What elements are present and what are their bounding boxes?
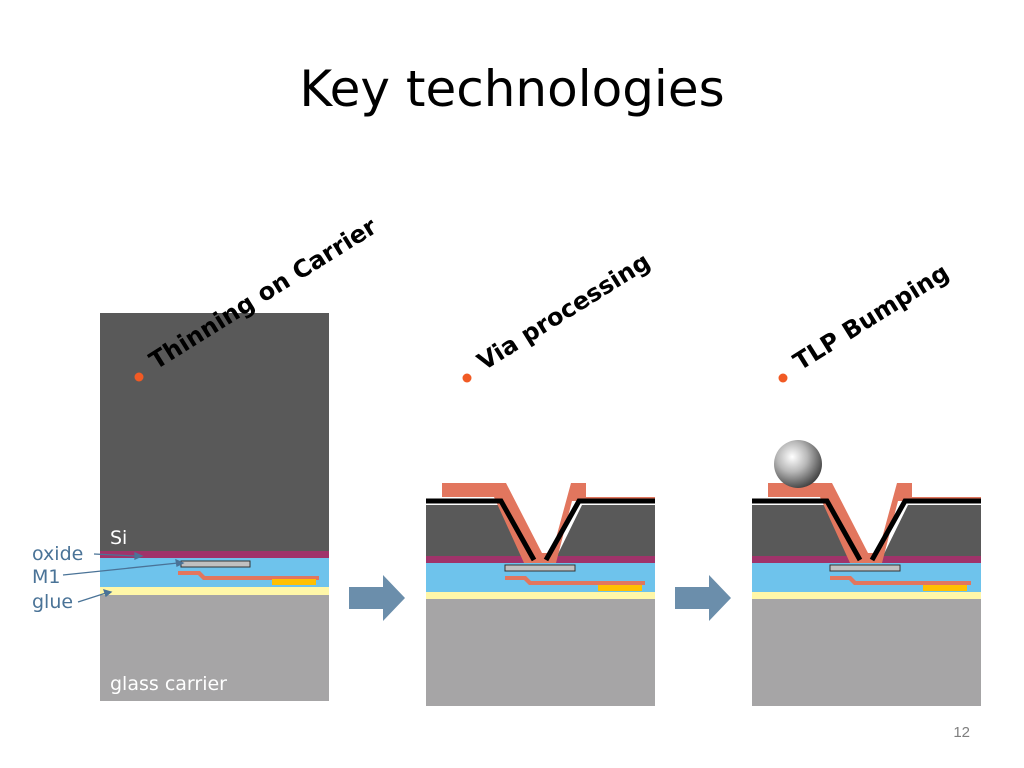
solder-bump xyxy=(774,440,822,488)
panel-thinning: Thinning on Carrier Si glass carrier oxi… xyxy=(32,212,382,701)
glue-layer xyxy=(752,592,981,599)
yellow-pad xyxy=(272,579,316,585)
page-number: 12 xyxy=(953,724,970,741)
glue-layer xyxy=(426,592,655,599)
copper-trace xyxy=(178,571,319,580)
via-isolation xyxy=(426,498,537,562)
slide-title: Key technologies xyxy=(299,60,725,118)
panel-via-processing: Via processing xyxy=(426,247,655,706)
bullet-icon xyxy=(778,373,788,383)
bullet-icon xyxy=(462,373,472,383)
via-isolation xyxy=(869,498,981,562)
leader-lines xyxy=(62,552,185,603)
step-label-tlp: TLP Bumping xyxy=(788,258,954,376)
bullet-icon xyxy=(134,372,144,382)
m1-pad xyxy=(829,564,901,572)
label-glue: glue xyxy=(32,591,73,613)
label-m1: M1 xyxy=(32,566,60,588)
glass-carrier-layer xyxy=(752,599,981,706)
panel-tlp-bumping: TLP Bumping xyxy=(752,258,981,706)
process-arrow-1 xyxy=(349,575,405,621)
label-oxide: oxide xyxy=(32,543,83,565)
m1-pad xyxy=(504,564,576,572)
silicon-layer xyxy=(100,313,329,551)
glass-carrier-layer xyxy=(100,595,329,701)
oxide-layer xyxy=(100,551,329,558)
copper-trace xyxy=(505,576,645,585)
copper-trace xyxy=(830,576,971,585)
glue-layer xyxy=(100,587,329,595)
label-glass-carrier: glass carrier xyxy=(110,673,227,695)
m1-pad xyxy=(180,560,251,568)
silicon-layer xyxy=(426,505,525,556)
process-arrow-2 xyxy=(675,575,731,621)
silicon-layer xyxy=(557,505,655,556)
label-si: Si xyxy=(110,527,127,549)
via-copper-liner xyxy=(768,483,981,563)
glass-carrier-layer xyxy=(426,599,655,706)
via-copper-liner xyxy=(442,483,655,563)
via-isolation xyxy=(752,498,863,562)
yellow-pad xyxy=(923,585,967,591)
step-label-via: Via processing xyxy=(472,247,655,376)
via-isolation xyxy=(543,498,655,562)
silicon-layer xyxy=(752,505,851,556)
yellow-pad xyxy=(598,585,642,591)
silicon-layer xyxy=(883,505,981,556)
